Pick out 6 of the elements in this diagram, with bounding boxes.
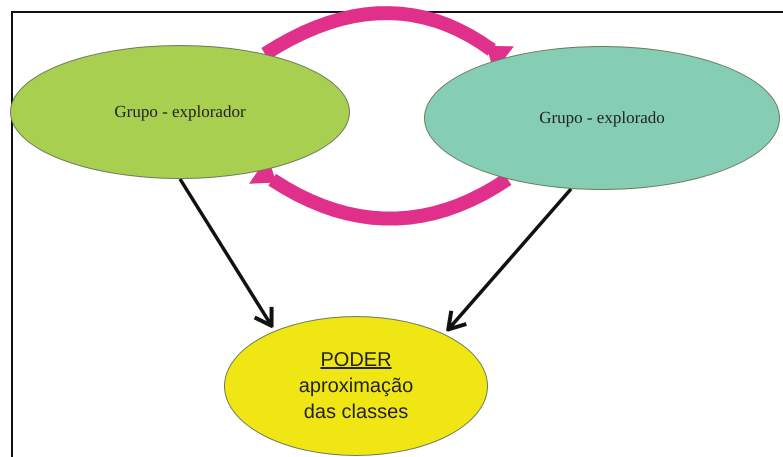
node-text: aproximação das classes [298, 374, 414, 425]
node-title: PODER [320, 348, 392, 373]
node-title: Grupo - explorador [114, 102, 246, 122]
arrow [178, 178, 274, 328]
node-title: Grupo - explorado [539, 108, 665, 128]
arrow [446, 188, 572, 332]
